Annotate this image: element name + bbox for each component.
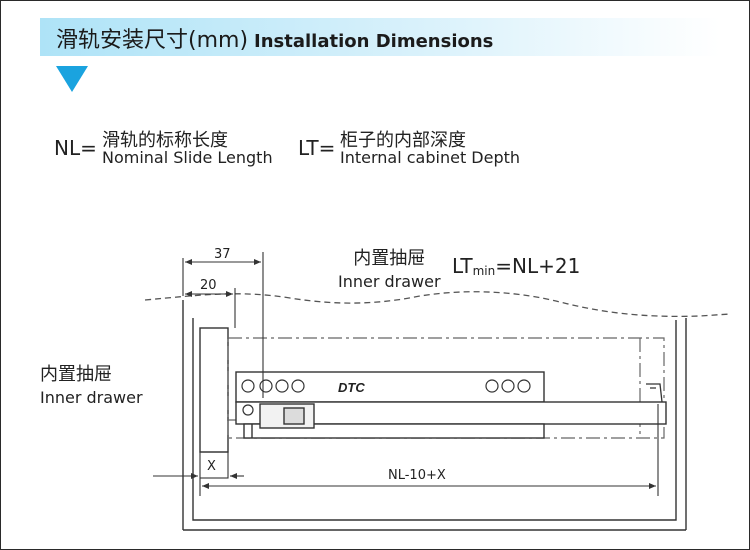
header-band [40,18,720,56]
rear-hook [646,383,663,403]
drawer-label-left: 内置抽屉 Inner drawer [40,360,143,407]
down-triangle-icon [56,66,88,92]
slide-rail [235,371,667,439]
dimension-37 [182,252,264,398]
lt-min-formula: LTmin=NL+21 [452,254,580,278]
rail-holes [241,379,531,416]
lt-zh: 柜子的内部深度 [340,130,466,151]
drawer-label-top-en: Inner drawer [338,272,441,291]
dim-nl-label: NL-10+X [388,468,446,483]
drawer-label-top: 内置抽屉 Inner drawer [338,244,441,291]
lt-symbol: LT= [298,136,336,160]
break-line [144,291,731,318]
title-en: Installation Dimensions [254,31,494,52]
title-zh: 滑轨安装尺寸(mm) [56,28,249,53]
drawer-label-left-zh: 内置抽屉 [40,364,112,385]
page-title: 滑轨安装尺寸(mm)Installation Dimensions [56,22,494,53]
dimension-20 [185,288,236,328]
lt-en: Internal cabinet Depth [340,148,521,167]
dimension-nl [199,404,659,496]
nl-en: Nominal Slide Length [102,148,273,167]
dimension-x [153,451,244,479]
brand-text: DTC [338,380,365,395]
drawer-label-left-en: Inner drawer [40,388,143,407]
dim-x-label: X [207,459,216,474]
formula-sub: min [472,264,496,278]
drawer-label-top-zh: 内置抽屉 [353,248,426,269]
dim-37-label: 37 [214,247,231,262]
dim-nl-label-bg [384,466,460,482]
formula-prefix: LT [452,254,473,278]
formula-suffix: =NL+21 [495,254,581,278]
nl-symbol: NL= [54,136,97,160]
dim-20-label: 20 [200,278,217,293]
cabinet-outline [182,300,687,531]
nl-zh: 滑轨的标称长度 [102,130,228,151]
drawer-front [199,327,229,453]
